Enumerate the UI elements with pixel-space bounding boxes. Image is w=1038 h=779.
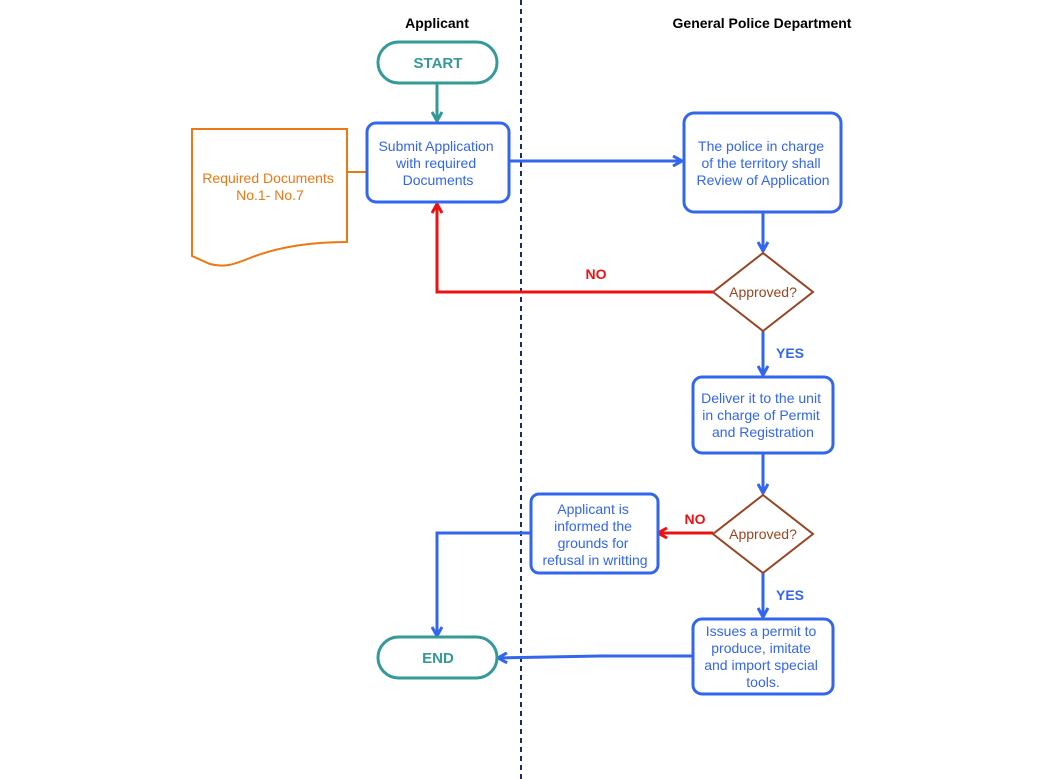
review-application-node[interactable]: The police in charge of the territory sh… [682,111,843,214]
required-documents-node[interactable]: Required Documents No.1- No.7 [191,128,348,267]
review-application-text: The police in charge of the territory sh… [696,138,829,188]
deliver-to-unit-text: Deliver it to the unit in charge of Perm… [701,390,825,440]
edge-label-decision1-no: NO [586,266,607,282]
refusal-notice-node[interactable]: Applicant is informed the grounds for re… [529,492,660,575]
edge-issue-to-end [498,656,693,658]
end-terminal[interactable]: END [376,635,499,680]
lane-title-police: General Police Department [673,15,852,31]
edge-decision1-no-to-submit [437,204,713,294]
submit-application-text: Submit Application with required Documen… [378,138,497,188]
submit-application-node[interactable]: Submit Application with required Documen… [365,121,511,204]
start-terminal[interactable]: START [376,40,499,85]
lane-title-applicant: Applicant [405,15,469,31]
end-label: END [422,650,454,667]
start-label: START [414,55,463,72]
edge-label-decision2-no: NO [685,511,706,527]
edge-label-decision2-yes: YES [776,587,804,603]
issue-permit-node[interactable]: Issues a permit to produce, imitate and … [691,617,835,696]
decision-approved-1-label: Approved? [729,284,797,300]
issue-permit-text: Issues a permit to produce, imitate and … [704,623,822,690]
refusal-notice-text: Applicant is informed the grounds for re… [542,501,647,568]
decision-approved-1[interactable]: Approved? [711,251,815,333]
decision-approved-2[interactable]: Approved? [711,493,815,575]
decision-approved-2-label: Approved? [729,526,797,542]
edge-label-decision1-yes: YES [776,345,804,361]
required-documents-text: Required Documents No.1- No.7 [202,170,337,203]
deliver-to-unit-node[interactable]: Deliver it to the unit in charge of Perm… [691,375,835,455]
edge-refusal-to-end [437,531,531,636]
